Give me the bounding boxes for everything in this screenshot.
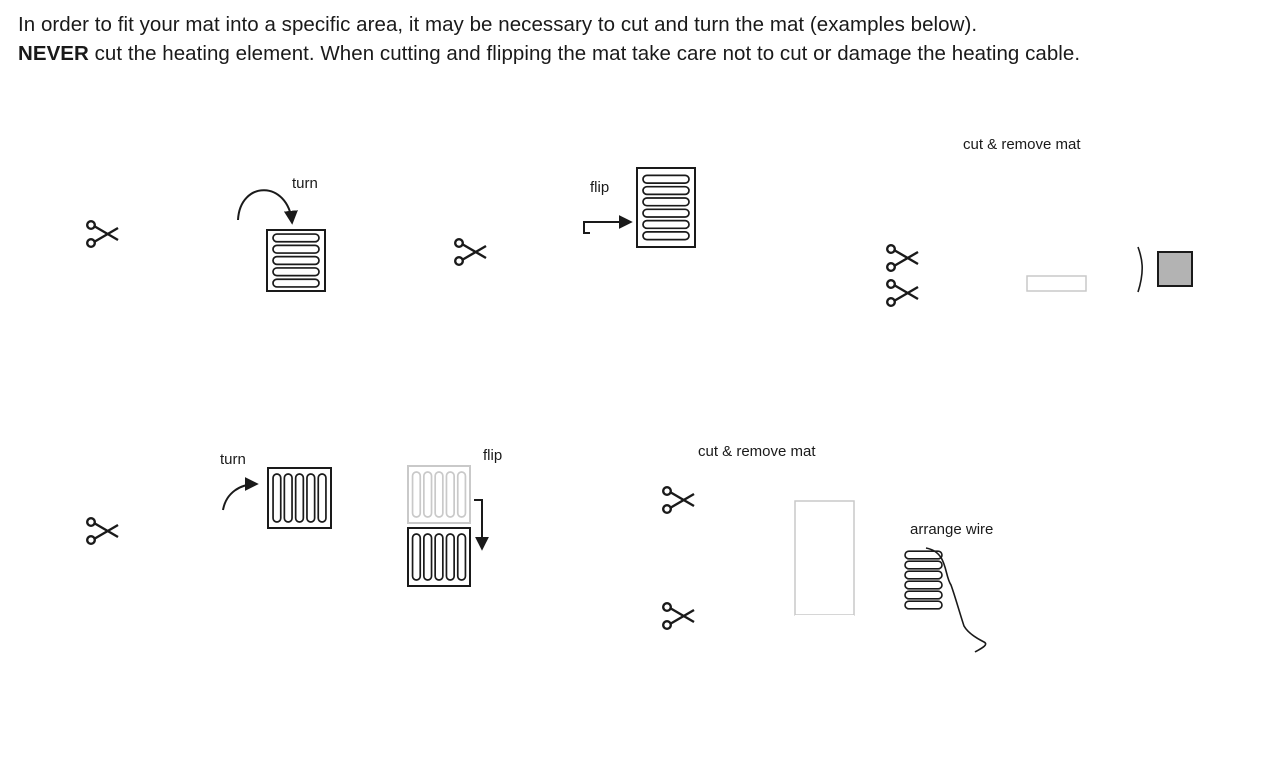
heating-mat — [894, 614, 953, 688]
flip-arrow-icon — [474, 499, 489, 551]
removed-area — [1157, 251, 1193, 287]
removed-mat-section — [794, 500, 855, 616]
turned-mat-piece — [266, 229, 326, 292]
arrange-wire-label: arrange wire — [910, 521, 993, 538]
flipped-mat-piece — [407, 527, 471, 587]
heating-mat — [925, 168, 984, 390]
heating-mat — [492, 168, 551, 390]
heating-mat — [577, 248, 636, 390]
heating-mat — [1027, 168, 1086, 275]
cable-loop — [1137, 246, 1143, 293]
turn-label: turn — [220, 451, 246, 468]
heating-mat — [121, 466, 180, 688]
never-warning: NEVER — [18, 42, 89, 65]
intro-line-2: NEVER cut the heating element. When cutt… — [18, 39, 1248, 68]
heating-mat — [208, 528, 267, 688]
heating-mat — [795, 466, 854, 501]
mats-layer — [121, 140, 1194, 688]
arranged-cable-loops — [904, 550, 943, 610]
scissors-icon — [885, 278, 919, 307]
flip-arrow-icon — [583, 215, 633, 234]
heating-mat — [208, 230, 267, 390]
heating-mat — [121, 168, 180, 390]
original-position-piece — [407, 465, 471, 524]
arranged-cable — [925, 547, 987, 653]
scissors-icon — [661, 485, 695, 514]
heating-mat — [699, 466, 758, 688]
removed-mat-section — [1026, 275, 1087, 292]
details-layer — [222, 189, 1143, 653]
heating-mat — [1027, 292, 1086, 390]
warning-text: cut the heating element. When cutting an… — [88, 42, 1081, 65]
curved-arrow-icon — [222, 477, 259, 511]
heating-mat — [1135, 292, 1194, 390]
heating-mat — [347, 528, 406, 688]
turned-mat-piece — [267, 467, 332, 529]
scissors-icon — [661, 601, 695, 630]
icons-layer — [85, 219, 919, 630]
scissors-icon — [85, 219, 119, 248]
curved-arrow-icon — [237, 189, 298, 225]
instructions-text: In order to fit your mat into a specific… — [18, 10, 1248, 68]
heating-mat — [955, 651, 1014, 688]
intro-line-1: In order to fit your mat into a specific… — [18, 13, 978, 36]
scissors-icon — [885, 243, 919, 272]
scissors-icon — [453, 237, 487, 266]
heating-mat — [795, 615, 854, 688]
labels-layer: turn flip cut & remove mat turn flip cut… — [220, 136, 1081, 538]
scissors-icon — [85, 516, 119, 545]
turn-label: turn — [292, 175, 318, 192]
flip-label: flip — [590, 179, 609, 196]
flipped-mat-piece — [636, 167, 696, 248]
flip-label: flip — [483, 447, 502, 464]
cut-remove-label: cut & remove mat — [963, 136, 1081, 153]
heating-mat — [1135, 140, 1194, 247]
cut-remove-label: cut & remove mat — [698, 443, 816, 460]
